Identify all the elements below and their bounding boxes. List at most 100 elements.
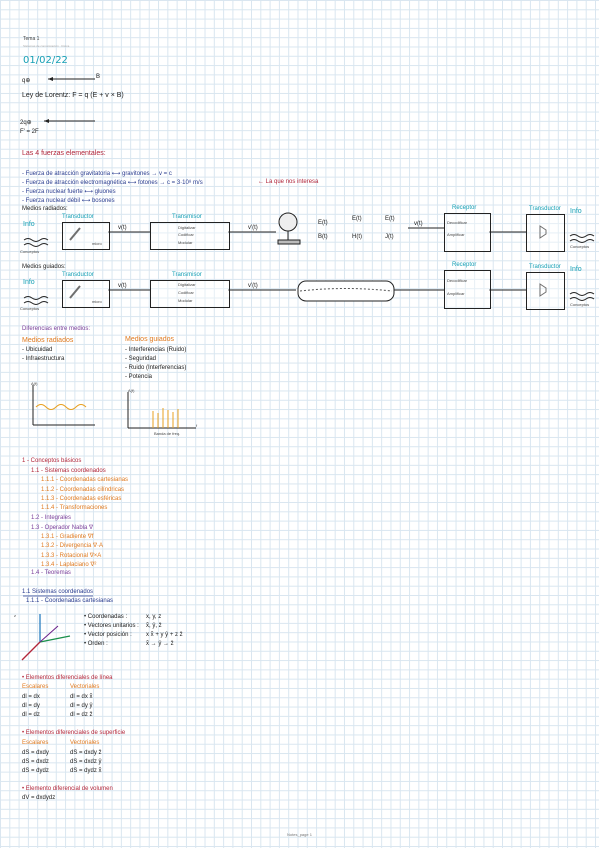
rx-line: Amplificar bbox=[447, 232, 465, 237]
info2-label: Info bbox=[570, 266, 582, 273]
page-footer: Notes_page 1 bbox=[287, 832, 312, 837]
col-scalar: Escalares bbox=[22, 740, 49, 746]
axis-label: A(f) bbox=[31, 381, 38, 386]
vector-c: E(t) bbox=[385, 216, 395, 222]
date-heading: 01/02/22 bbox=[23, 55, 68, 66]
toc-item: 1.1.2 - Coordenadas cilíndricas bbox=[41, 486, 125, 493]
transducer-box bbox=[62, 222, 110, 250]
toc-item: 1.1.4 - Transformaciones bbox=[41, 505, 108, 512]
force-2f: F' = 2F bbox=[20, 129, 39, 135]
vector-b: H(t) bbox=[352, 234, 362, 240]
rx-line: Decodificar bbox=[447, 278, 468, 283]
transducer2-label: Transductor bbox=[529, 206, 561, 212]
surf-vector: dS = dydz x̂ bbox=[70, 768, 102, 774]
guided-item: - Seguridad bbox=[125, 356, 157, 362]
force-item: - Fuerza de atracción electromagnética ⟷… bbox=[22, 180, 203, 186]
vector-c: J(t) bbox=[385, 234, 394, 240]
transmitter-label: Transmisor bbox=[172, 214, 202, 220]
coord-key: • Vector posición : bbox=[84, 632, 132, 638]
tx-line: Modular bbox=[178, 298, 193, 303]
info-sub: Conceptos bbox=[20, 306, 40, 311]
receiver-box bbox=[444, 270, 491, 309]
vol-el-title: • Elemento diferencial de volumen bbox=[22, 786, 113, 792]
radiated-title: Medios radiados bbox=[22, 337, 74, 344]
vol-eq: dV = dxdydz bbox=[22, 795, 56, 801]
tx-line: Digitalizar bbox=[178, 225, 196, 230]
charge-2q: 2q⊕ bbox=[20, 120, 32, 126]
toc-item: 1.4 - Teoremas bbox=[31, 570, 71, 577]
info2-sub: Conceptos bbox=[570, 244, 590, 249]
toc-item: 1.3.1 - Gradiente ∇f bbox=[41, 534, 94, 541]
rx-line: Amplificar bbox=[447, 291, 465, 296]
info-label: Info bbox=[23, 279, 35, 286]
rx-line: Decodificar bbox=[447, 220, 468, 225]
axis-label: A(f) bbox=[128, 388, 135, 393]
axis-label: f bbox=[196, 423, 198, 428]
line-scalar: dl = dx bbox=[22, 694, 40, 700]
info2-label: Info bbox=[570, 208, 582, 215]
surf-el-title: • Elementos diferenciales de superficie bbox=[22, 730, 126, 736]
coord-value: x̂, ŷ, ẑ bbox=[146, 623, 162, 629]
col-scalar: Escalares bbox=[22, 684, 49, 690]
coord-value: x̂ → ŷ → ẑ bbox=[146, 641, 174, 647]
transducer-box bbox=[62, 280, 110, 308]
guided-title: Medios guiados bbox=[125, 336, 175, 343]
tx-line: Modular bbox=[178, 240, 193, 245]
charge-q: q⊕ bbox=[22, 78, 31, 84]
coord-key: • Coordenadas : bbox=[84, 614, 128, 620]
tx-line: Codificar bbox=[178, 232, 194, 237]
page-subtitle: Sistemas de comunicación · Física bbox=[23, 44, 70, 48]
field-b-label: B bbox=[96, 74, 101, 80]
info-sub: Conceptos bbox=[20, 249, 40, 254]
info-label: Info bbox=[23, 221, 35, 228]
line-scalar: dl = dy bbox=[22, 703, 40, 709]
toc-item: 1.3.2 - Divergencia ∇·A bbox=[41, 543, 104, 550]
toc-title: 1 - Conceptos básicos bbox=[22, 458, 82, 464]
force-item: - Fuerza de atracción gravitatoria ⟷ gra… bbox=[22, 171, 172, 177]
signal-v2t: v'(t) bbox=[248, 225, 258, 231]
guided-item: - Ruido (Interferencias) bbox=[125, 365, 187, 371]
section-title: 1.1 Sistemas coordenados bbox=[22, 589, 94, 595]
transducer2-box bbox=[526, 272, 565, 310]
signal-vt: v(t) bbox=[118, 283, 127, 289]
coord-value: x x̂ + y ŷ + z ẑ bbox=[146, 632, 183, 638]
line-el-title: • Elementos diferenciales de línea bbox=[22, 675, 113, 681]
toc-item: 1.1.3 - Coordenadas esféricas bbox=[41, 495, 122, 502]
toc-item: 1.3.4 - Laplaciano ∇² bbox=[41, 562, 97, 568]
transmitter-box bbox=[150, 222, 230, 250]
coord-value: x, y, z bbox=[146, 614, 162, 620]
transducer2-label: Transductor bbox=[529, 264, 561, 270]
section-sub: 1.1.1 - Coordenadas cartesianas bbox=[26, 598, 114, 604]
guided-label: Medios guiados: bbox=[22, 264, 66, 270]
vector-a: E(t) bbox=[318, 220, 328, 226]
guided-item: - Interferencias (Ruido) bbox=[125, 347, 187, 353]
toc-item: 1.1 - Sistemas coordenados bbox=[31, 468, 106, 474]
force-item: - Fuerza nuclear débil ⟷ bosones bbox=[22, 198, 115, 204]
receiver-label: Receptor bbox=[452, 262, 477, 268]
vector-b: E(t) bbox=[352, 216, 362, 222]
toc-item: 1.3.3 - Rotacional ∇×A bbox=[41, 552, 102, 559]
line-vector: dl = dy ŷ bbox=[70, 703, 93, 709]
radiated-item: - Infraestructura bbox=[22, 356, 65, 362]
vector-a: B(t) bbox=[318, 234, 328, 240]
forces-title: Las 4 fuerzas elementales: bbox=[22, 150, 106, 157]
signal-v2t: v'(t) bbox=[248, 283, 258, 289]
surf-scalar: dS = dxdy bbox=[22, 750, 49, 756]
transducer-label: Transductor bbox=[62, 214, 94, 220]
differences-title: Diferencias entre medios: bbox=[22, 326, 91, 332]
col-vector: Vectoriales bbox=[70, 740, 100, 746]
guided-item: - Potencia bbox=[125, 374, 153, 380]
line-vector: dl = dz ẑ bbox=[70, 712, 93, 718]
transmitter-box bbox=[150, 280, 230, 308]
info2-sub: Conceptos bbox=[570, 302, 590, 307]
radiated-item: - Ubicuidad bbox=[22, 347, 53, 353]
transducer2-box bbox=[526, 214, 565, 252]
tx-line: Codificar bbox=[178, 290, 194, 295]
coord-key: • Orden : bbox=[84, 641, 108, 647]
signal-v3t: v(t) bbox=[414, 221, 423, 227]
toc-item: 1.1.1 - Coordenadas cartesianas bbox=[41, 477, 129, 484]
surf-vector: dS = dxdz ŷ bbox=[70, 759, 102, 765]
toc-item: 1.2 - Integrales bbox=[31, 514, 72, 521]
band-label: Banda de freq. bbox=[154, 431, 181, 436]
